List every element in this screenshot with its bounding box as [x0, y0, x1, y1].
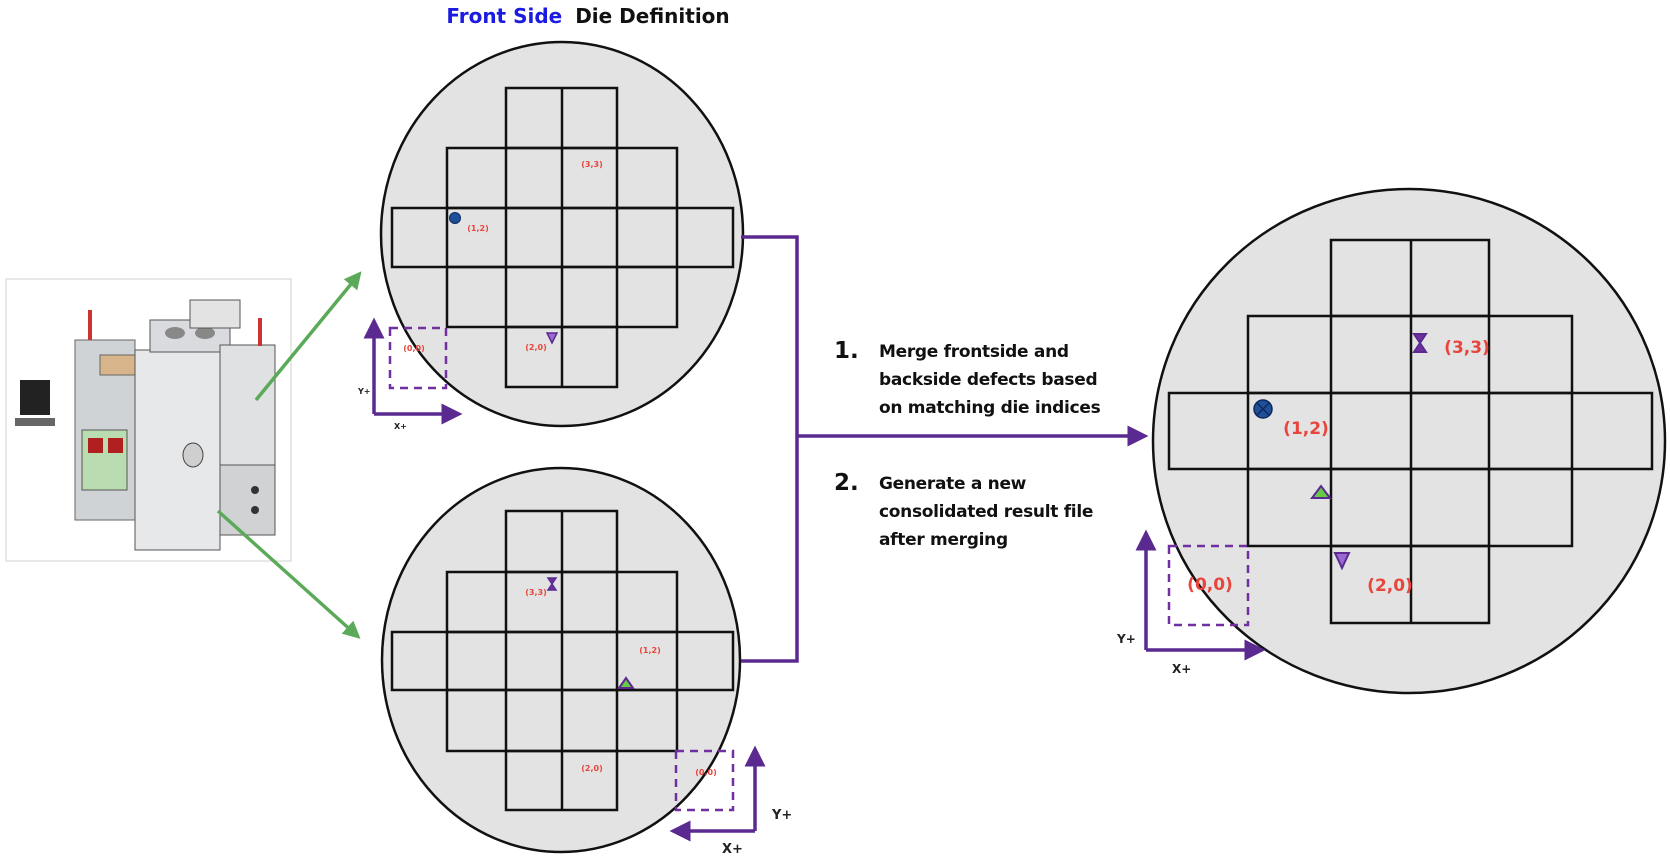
label-3-3: (3,3) — [525, 588, 546, 597]
label-2-0: (2,0) — [525, 343, 546, 352]
merged-axes: Y+ X+ — [1116, 529, 1266, 676]
page-title: Front Side Die Definition — [446, 4, 729, 28]
y-axis-label: Y+ — [357, 387, 371, 396]
defect-triangle-up-icon — [617, 676, 635, 689]
x-axis-label: X+ — [722, 842, 743, 857]
front-axes: Y+ X+ — [357, 317, 463, 431]
label-1-2: (1,2) — [467, 224, 488, 233]
defect-triangle-up-icon — [1310, 484, 1332, 499]
step-number: 2. — [834, 470, 859, 496]
machine-to-back-arrow — [216, 509, 361, 639]
x-axis-label: X+ — [394, 422, 407, 431]
step-number: 1. — [834, 338, 859, 364]
merged-wafer: (3,3) (1,2) (2,0) (0,0) — [1151, 187, 1667, 695]
front-side-wafer: (3,3) (1,2) (2,0) (0,0) — [379, 40, 745, 428]
defect-triangle-down-icon — [1333, 552, 1351, 571]
y-axis-label: Y+ — [771, 808, 792, 823]
machine-to-front-arrow — [254, 271, 362, 402]
label-1-2: (1,2) — [639, 646, 660, 655]
step-line: backside defects based — [879, 370, 1097, 390]
step-line: after merging — [879, 530, 1008, 550]
label-2-0: (2,0) — [1367, 576, 1413, 596]
label-origin: (0,0) — [1187, 575, 1233, 595]
inspection-machine-image — [5, 278, 292, 562]
step-2: 2. Generate a new consolidated result fi… — [834, 470, 1093, 550]
label-origin: (0,0) — [695, 768, 716, 777]
step-line: consolidated result file — [879, 502, 1093, 522]
title-highlight: Front Side — [446, 4, 562, 28]
y-axis-label: Y+ — [1116, 632, 1136, 646]
back-axes: Y+ X+ — [669, 745, 792, 857]
step-1: 1. Merge frontside and backside defects … — [834, 338, 1101, 418]
x-axis-label: X+ — [1172, 662, 1191, 676]
label-3-3: (3,3) — [1444, 338, 1490, 358]
label-origin: (0,0) — [403, 344, 424, 353]
defect-hourglass-icon — [546, 577, 558, 591]
defect-dot-icon — [449, 212, 461, 224]
label-2-0: (2,0) — [581, 764, 602, 773]
step-line: on matching die indices — [879, 398, 1101, 418]
merge-bracket — [741, 235, 799, 663]
label-3-3: (3,3) — [581, 160, 602, 169]
defect-triangle-down-icon — [545, 332, 559, 345]
label-1-2: (1,2) — [1283, 419, 1329, 439]
defect-cross-circle-icon — [1253, 399, 1273, 419]
title-rest: Die Definition — [575, 4, 729, 28]
defect-hourglass-icon — [1412, 333, 1428, 353]
step-line: Merge frontside and — [879, 342, 1069, 362]
back-side-wafer: (3,3) (1,2) (2,0) (0,0) — [380, 466, 742, 854]
step-line: Generate a new — [879, 474, 1027, 494]
